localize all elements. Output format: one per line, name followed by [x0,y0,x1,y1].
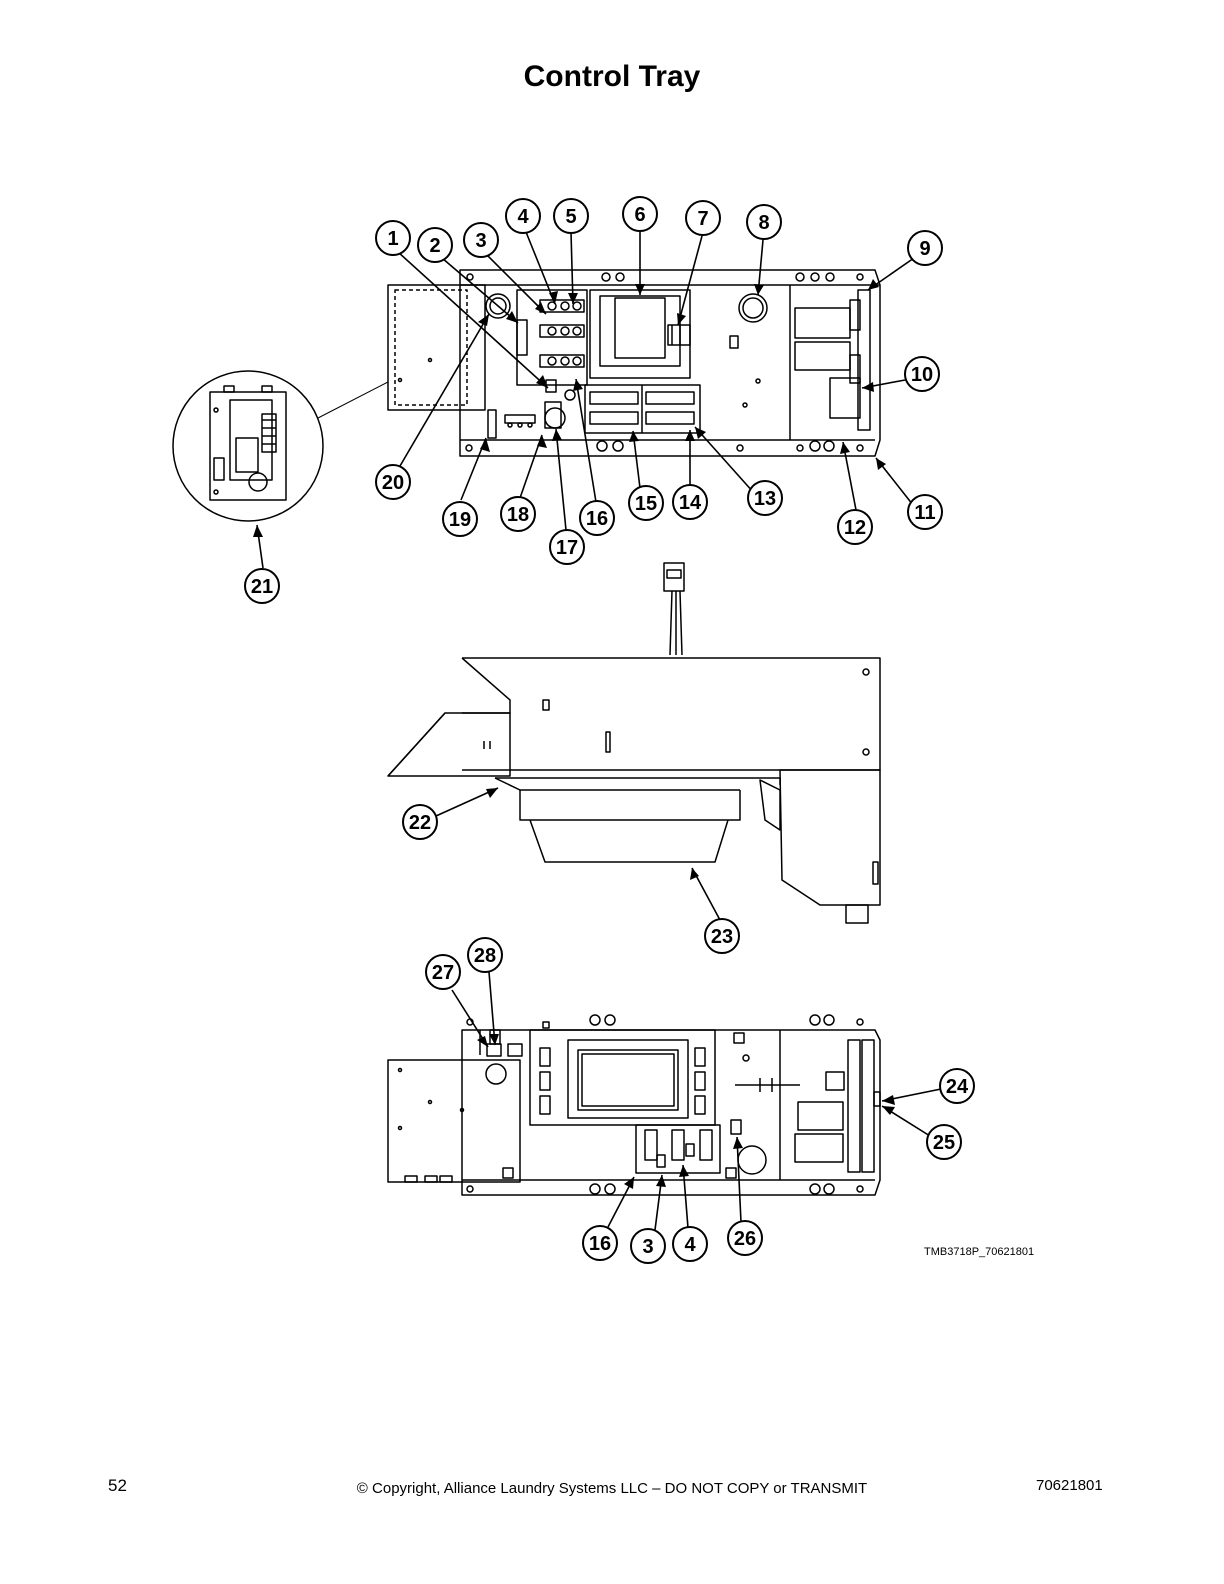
svg-text:9: 9 [919,238,930,260]
callout-14: 14 [672,484,708,520]
callout-3-bottom: 3 [630,1228,666,1264]
callout-6: 6 [622,196,658,232]
callout-22: 22 [402,804,438,840]
callout-8: 8 [746,204,782,240]
callout-27: 27 [425,954,461,990]
svg-text:26: 26 [734,1228,756,1250]
svg-text:5: 5 [565,206,576,228]
svg-text:2: 2 [429,235,440,257]
svg-text:20: 20 [382,472,404,494]
callout-15: 15 [628,485,664,521]
callout-13: 13 [747,480,783,516]
svg-text:13: 13 [754,488,776,510]
svg-text:21: 21 [251,576,273,598]
svg-text:1: 1 [387,228,398,250]
callout-1: 1 [375,220,411,256]
side-view [387,562,881,924]
svg-text:27: 27 [432,962,454,984]
callout-5: 5 [553,198,589,234]
svg-text:4: 4 [684,1234,696,1256]
copyright-notice: © Copyright, Alliance Laundry Systems LL… [356,1480,868,1497]
page-title: Control Tray [523,60,701,93]
callout-24: 24 [939,1068,975,1104]
callouts: 1 2 3 4 5 6 7 8 9 10 11 12 13 14 15 16 1… [244,196,975,1264]
svg-text:15: 15 [635,493,657,515]
svg-text:8: 8 [758,212,769,234]
callout-21: 21 [244,568,280,604]
svg-text:4: 4 [517,206,529,228]
callout-4: 4 [505,198,541,234]
svg-text:11: 11 [914,502,935,524]
callout-23: 23 [704,918,740,954]
svg-text:23: 23 [711,926,733,948]
callout-26: 26 [727,1220,763,1256]
callout-17: 17 [549,529,585,565]
svg-text:12: 12 [844,517,866,539]
callout-9: 9 [907,230,943,266]
svg-text:19: 19 [449,509,471,531]
detail-21-magnified [172,370,324,522]
document-number: 70621801 [1036,1477,1103,1494]
svg-text:17: 17 [556,537,578,559]
page-number: 52 [108,1476,127,1495]
callout-4-bottom: 4 [672,1226,708,1262]
svg-text:24: 24 [946,1076,969,1098]
top-view [317,269,881,457]
svg-text:3: 3 [642,1236,653,1258]
figure-id: TMB3718P_70621801 [924,1246,1035,1258]
callout-3: 3 [463,222,499,258]
callout-12: 12 [837,509,873,545]
callout-2: 2 [417,227,453,263]
leader-lines [256,231,947,1231]
callout-18: 18 [500,496,536,532]
svg-text:14: 14 [679,492,702,514]
svg-text:28: 28 [474,945,496,967]
arrowheads [253,279,895,1189]
callout-28: 28 [467,937,503,973]
svg-text:3: 3 [475,230,486,252]
svg-text:7: 7 [697,208,708,230]
callout-25: 25 [926,1124,962,1160]
callout-16: 16 [579,500,615,536]
callout-20: 20 [375,464,411,500]
svg-text:22: 22 [409,812,431,834]
svg-text:18: 18 [507,504,529,526]
callout-10: 10 [904,356,940,392]
callout-7: 7 [685,200,721,236]
svg-text:25: 25 [933,1132,955,1154]
callout-19: 19 [442,501,478,537]
svg-text:16: 16 [589,1233,611,1255]
callout-11: 11 [907,494,943,530]
callout-16-bottom: 16 [582,1225,618,1261]
svg-text:16: 16 [586,508,608,530]
svg-text:6: 6 [634,204,645,226]
svg-text:10: 10 [911,364,933,386]
bottom-view [387,1014,881,1196]
